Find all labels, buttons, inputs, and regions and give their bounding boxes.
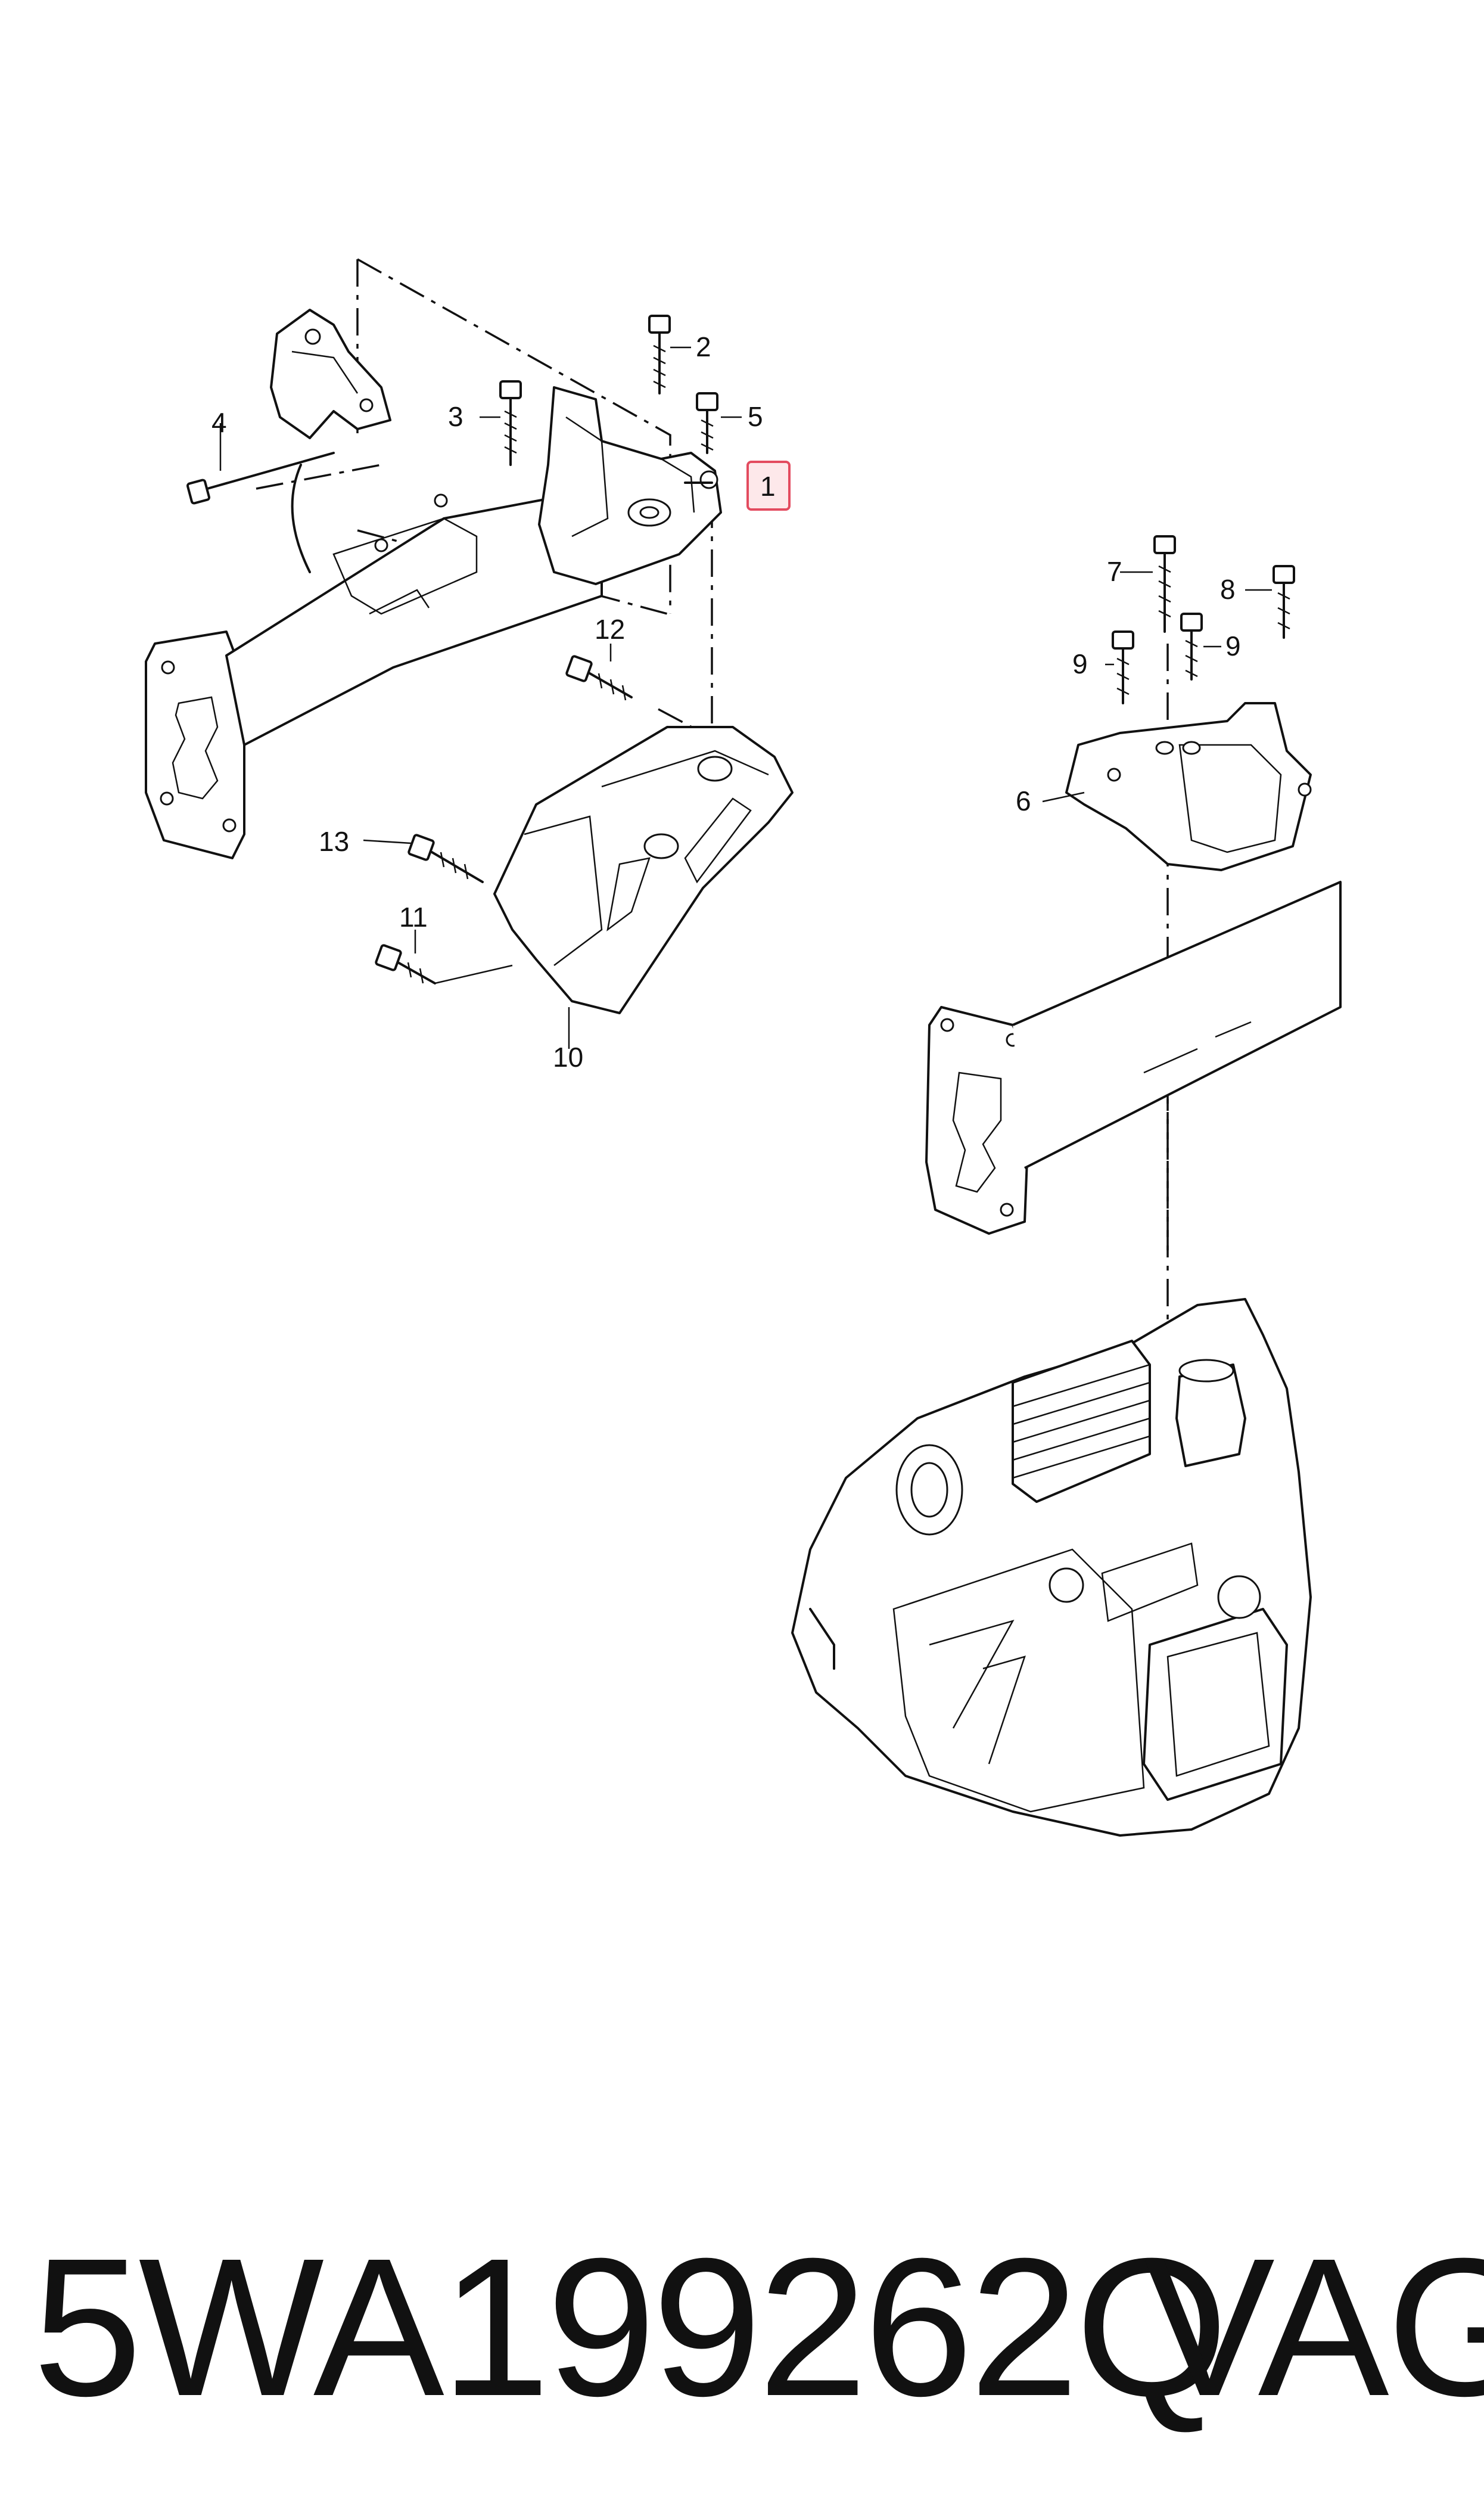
bolt-item-12	[565, 655, 633, 701]
bolt-item-8	[1273, 565, 1295, 639]
callout-3: 3	[448, 401, 463, 432]
subframe-right	[925, 881, 1342, 1235]
bolt-item-3	[499, 380, 522, 466]
part-number-label: 5WA199262Q	[33, 2217, 1228, 2437]
callout-7: 7	[1107, 556, 1122, 587]
bolt-item-9-right	[1180, 613, 1203, 681]
bolt-item-13	[407, 834, 484, 883]
brand-label: VAG	[1144, 2217, 1484, 2437]
bolt-item-4	[186, 452, 335, 505]
callout-9-right: 9	[1225, 630, 1241, 661]
engine-mount-item-1	[538, 386, 722, 585]
bolt-item-9-left	[1112, 630, 1134, 704]
callout-12: 12	[595, 614, 625, 645]
callout-13: 13	[319, 826, 349, 857]
bolt-item-5	[696, 392, 718, 454]
callout-11: 11	[399, 902, 428, 933]
gearbox-assembly	[791, 1298, 1312, 1837]
callout-1: 1	[760, 471, 776, 502]
callout-4: 4	[211, 407, 227, 438]
callout-8: 8	[1220, 574, 1236, 605]
callout-9-left: 9	[1072, 648, 1088, 679]
pendulum-support-item-6	[1065, 702, 1312, 871]
callout-1-highlight-box	[746, 461, 791, 511]
callout-5: 5	[748, 401, 763, 432]
gearbox-support-item-10	[493, 726, 794, 1014]
leader-lines	[219, 346, 1272, 1049]
bolt-item-7	[1153, 535, 1176, 633]
callout-10: 10	[553, 1042, 583, 1073]
bolt-item-11	[375, 944, 436, 984]
callout-labels: 1 2 3 4 5 6 7 8 9 9 10 11 12 13	[211, 331, 1241, 1073]
body-bracket	[270, 309, 391, 573]
callout-6: 6	[1016, 785, 1031, 816]
bolt-item-2	[648, 315, 671, 395]
side-member-left	[145, 487, 603, 859]
callout-2: 2	[696, 331, 711, 362]
